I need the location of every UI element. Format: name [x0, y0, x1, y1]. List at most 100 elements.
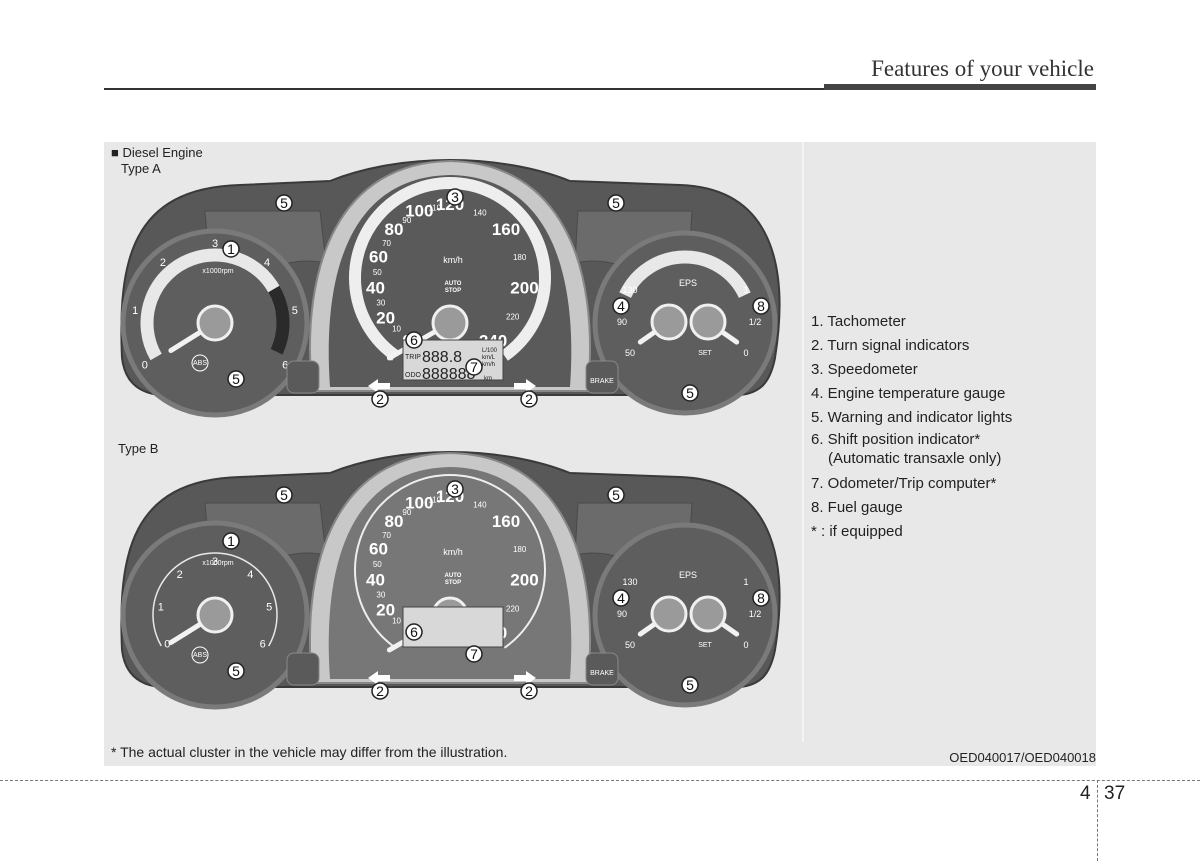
speedo-minor-mark: 140 [473, 500, 487, 509]
speedo-major-mark: 60 [369, 247, 388, 266]
speedo-major-mark: 20 [376, 600, 395, 619]
temp-mark: 130 [622, 285, 637, 295]
callout-number: 7 [470, 359, 478, 375]
callout-number: 5 [612, 195, 620, 211]
tacho-mark: 6 [282, 360, 288, 372]
callout-circle [227, 662, 245, 680]
speedo-minor-mark: 140 [473, 208, 487, 217]
figure-divider [802, 142, 804, 742]
chapter-number: 4 [1080, 783, 1091, 804]
callout-circle [222, 532, 240, 550]
temp-mark: 50 [625, 348, 635, 358]
tachometer-arc [152, 552, 278, 647]
tacho-mark: 3 [212, 238, 218, 250]
needle-hub [689, 595, 727, 633]
callout-circle [465, 358, 483, 376]
callout-circle [405, 623, 423, 641]
speedo-minor-mark: 30 [376, 298, 385, 307]
callout-circle [371, 390, 389, 408]
speedo-unit: km/h [443, 547, 463, 557]
speedo-major-mark: 40 [366, 571, 385, 590]
speedo-arc [349, 177, 551, 361]
temp-mark: 50 [625, 640, 635, 650]
temp-mark: 90 [617, 317, 627, 327]
tacho-mark: 0 [164, 639, 170, 651]
callout-circle [520, 682, 538, 700]
image-code: OED040017/OED040018 [949, 750, 1096, 765]
callout-circle [752, 589, 770, 607]
tacho-unit: x1000rpm [202, 560, 233, 567]
cluster-type-a: 0123456x1000rpmABS0204060801001201602002… [120, 159, 781, 418]
header-title: Features of your vehicle [871, 56, 1094, 81]
speedo-major-mark: 60 [369, 539, 388, 558]
legend-item: 1. Tachometer [811, 313, 906, 330]
tacho-mark: 1 [132, 305, 138, 317]
callout-number: 5 [232, 371, 240, 387]
tacho-mark: 4 [264, 257, 270, 269]
callout-circle [275, 486, 293, 504]
callout-number: 8 [757, 298, 765, 314]
tacho-mark: 6 [260, 639, 266, 651]
lcd-odo-digits: 888888 [422, 366, 475, 383]
eps-label: EPS [679, 570, 697, 580]
speedo-arc [354, 474, 546, 649]
tachometer-arc [140, 248, 289, 361]
speedo-minor-mark: 50 [373, 268, 382, 277]
callout-circle [405, 331, 423, 349]
tacho-mark: 4 [247, 569, 253, 581]
legend-item: 4. Engine temperature gauge [811, 385, 1006, 402]
callout-number: 7 [470, 646, 478, 662]
callout-number: 8 [757, 590, 765, 606]
speedo-major-mark: 80 [385, 220, 404, 239]
cluster-type-b: 0123456x1000rpmABS0204060801001201602002… [120, 451, 781, 710]
tacho-unit: x1000rpm [202, 268, 233, 275]
fuel-mark: 0 [743, 348, 748, 358]
speedo-major-mark: 100 [405, 494, 433, 513]
legend-item: 6. Shift position indicator* [811, 431, 981, 448]
fuel-mark: 1/2 [749, 609, 762, 619]
speedo-minor-mark: 50 [373, 560, 382, 569]
fuel-mark: 1/2 [749, 317, 762, 327]
engine-label: ■ Diesel Engine [111, 145, 203, 160]
speedo-minor-mark: 10 [392, 617, 401, 626]
callout-number: 1 [227, 533, 235, 549]
fuel-mark: 0 [743, 640, 748, 650]
legend-item: * : if equipped [811, 523, 903, 540]
callout-number: 3 [451, 189, 459, 205]
tacho-mark: 3 [212, 556, 218, 568]
callout-circle [607, 486, 625, 504]
speedo-unit: km/h [443, 255, 463, 265]
callout-circle [371, 682, 389, 700]
legend-item: 7. Odometer/Trip computer* [811, 475, 997, 492]
legend: 1. Tachometer 2. Turn signal indicators … [811, 310, 1012, 544]
tacho-mark: 2 [177, 569, 183, 581]
callout-circle [275, 194, 293, 212]
type-a-label: Type A [121, 161, 161, 176]
abs-icon [191, 646, 209, 664]
header-rule-accent [824, 84, 1096, 90]
callout-circle [465, 645, 483, 663]
footer-dashed-rule [0, 780, 1200, 781]
callout-circle [446, 480, 464, 498]
callout-number: 2 [525, 683, 533, 699]
auto-stop-label: STOP [445, 580, 461, 586]
lcd-unit: km/h [482, 362, 495, 368]
speedo-major-mark: 80 [385, 512, 404, 531]
speedo-minor-mark: 30 [376, 590, 385, 599]
fuel-mark: 1 [743, 285, 748, 295]
speedo-minor-mark: 90 [402, 508, 411, 517]
turn-left-icon [368, 671, 390, 685]
temp-mark: 90 [617, 609, 627, 619]
turn-right-icon [514, 379, 536, 393]
footnote: * The actual cluster in the vehicle may … [111, 744, 508, 760]
callout-circle [222, 240, 240, 258]
abs-icon [191, 354, 209, 372]
needle-hub [431, 304, 469, 342]
tacho-mark: 2 [160, 257, 166, 269]
legend-item: 2. Turn signal indicators [811, 337, 970, 354]
needle-hub [650, 303, 688, 341]
speedo-minor-mark: 220 [506, 604, 520, 613]
speedo-minor-mark: 90 [402, 216, 411, 225]
abs-icon: ABS [193, 360, 207, 367]
